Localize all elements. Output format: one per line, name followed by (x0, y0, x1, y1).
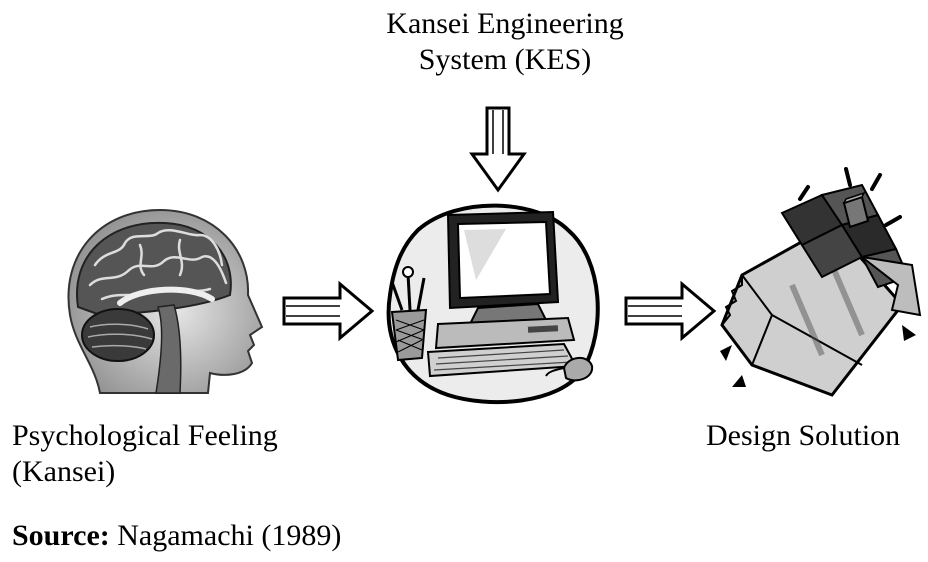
input-node-label-line2: (Kansei) (12, 455, 116, 488)
input-node-label: Psychological Feeling (Kansei) (12, 418, 278, 490)
source-prefix: Source: (12, 519, 110, 552)
chocolate-bar-icon (720, 167, 922, 397)
kes-title-line1: Kansei Engineering (386, 7, 624, 40)
kes-title: Kansei Engineering System (KES) (355, 6, 655, 78)
kes-title-line2: System (KES) (418, 43, 592, 76)
down-arrow-icon (469, 106, 527, 193)
source-citation: Source: Nagamachi (1989) (12, 518, 341, 554)
computer-icon (386, 203, 600, 404)
brain-head-icon (67, 208, 264, 394)
right-arrow-icon (282, 280, 375, 342)
input-node-label-line1: Psychological Feeling (12, 419, 278, 452)
source-text: Nagamachi (1989) (109, 519, 342, 552)
right-arrow-icon (624, 280, 717, 342)
output-node-label: Design Solution (706, 419, 901, 452)
